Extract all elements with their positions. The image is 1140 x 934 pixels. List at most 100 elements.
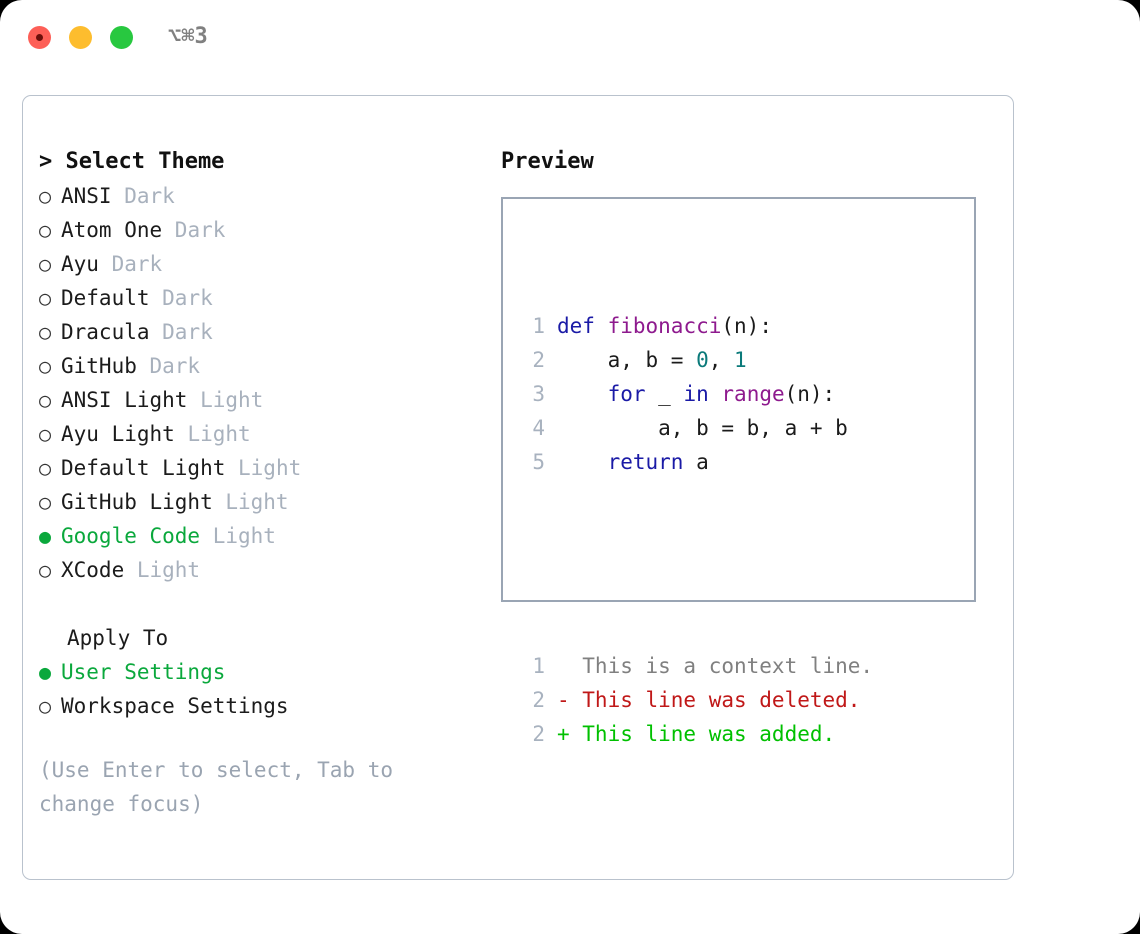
radio-unselected-icon: ○ — [39, 422, 52, 446]
option-label: Dracula — [61, 320, 150, 344]
code-token: for — [607, 382, 646, 406]
list-spacer — [39, 587, 479, 621]
code-line-row: 2 a, b = 0, 1 — [517, 343, 873, 377]
option-label: Workspace Settings — [61, 694, 289, 718]
option-kind-label: Light — [124, 558, 201, 582]
theme-option-row[interactable]: ○Atom One Dark — [39, 213, 479, 247]
theme-option-list[interactable]: ○ANSI Dark○Atom One Dark○Ayu Dark○Defaul… — [39, 179, 479, 587]
code-token: (n): — [784, 382, 836, 406]
radio-unselected-icon: ○ — [39, 184, 52, 208]
code-token: def — [557, 314, 595, 338]
theme-option-row[interactable]: ○ GitHub Light Light — [39, 485, 479, 519]
line-number: 3 — [532, 382, 545, 406]
option-kind-label: Dark — [136, 354, 201, 378]
code-token: This is a context line. — [557, 654, 874, 678]
radio-unselected-icon: ○ — [39, 388, 52, 412]
option-label: GitHub — [61, 354, 137, 378]
line-number: 1 — [532, 654, 545, 678]
code-token — [709, 382, 722, 406]
preview-heading: Preview — [501, 149, 594, 174]
line-number: 2 — [532, 348, 545, 372]
diff-gap — [517, 547, 873, 581]
theme-option-row[interactable]: ○ GitHub Dark — [39, 349, 479, 383]
radio-unselected-icon: ○ — [39, 218, 52, 242]
theme-option-row[interactable]: ○ ANSI Light Light — [39, 383, 479, 417]
code-token: , — [708, 348, 735, 372]
radio-unselected-icon: ○ — [39, 490, 52, 514]
radio-unselected-icon: ○ — [39, 456, 52, 480]
line-number: 1 — [532, 314, 545, 338]
option-kind-label: Dark — [149, 286, 213, 310]
theme-option-row[interactable]: ○ Ayu Light Light — [39, 417, 479, 451]
option-kind-label: Light — [212, 490, 289, 514]
option-kind-label: Light — [187, 388, 264, 412]
code-token: 0 — [696, 348, 709, 372]
theme-option-row[interactable]: ○ XCode Light — [39, 553, 479, 587]
line-number: 2 — [532, 722, 545, 746]
code-line-row: 3 for _ in range(n): — [517, 377, 873, 411]
option-label: ANSI — [61, 184, 112, 208]
code-token: a, b = b, a + b — [557, 416, 848, 440]
theme-option-row[interactable]: ○ ANSI Dark — [39, 179, 479, 213]
code-token: _ — [645, 382, 684, 406]
option-label: XCode — [61, 558, 125, 582]
code-token — [557, 382, 608, 406]
title-bar: ⌥⌘3 — [0, 0, 1140, 78]
theme-selection-column: > Select Theme ○ANSI Dark○Atom One Dark○… — [39, 145, 479, 821]
radio-unselected-icon: ○ — [39, 694, 52, 718]
option-label: Ayu — [61, 252, 99, 276]
option-label: ANSI Light — [61, 388, 188, 412]
apply-to-option-row[interactable]: ○ Workspace Settings — [39, 689, 479, 723]
option-label: Default — [61, 286, 150, 310]
option-kind-label: Light — [225, 456, 302, 480]
select-theme-heading: > Select Theme — [39, 149, 225, 174]
code-line-row: 1 def fibonacci(n): — [517, 309, 873, 343]
option-label: Google Code — [61, 524, 201, 548]
line-number: 2 — [532, 688, 545, 712]
radio-unselected-icon: ○ — [39, 354, 52, 378]
option-kind-label: Dark — [98, 252, 163, 276]
diff-line-row: 2 + This line was added. — [517, 717, 873, 751]
close-window-button[interactable] — [28, 26, 51, 49]
diff-line-row: 2- This line was deleted. — [517, 683, 873, 717]
keyboard-hint-text: (Use Enter to select, Tab to change focu… — [39, 758, 394, 816]
content-panel: > Select Theme ○ANSI Dark○Atom One Dark○… — [22, 95, 1014, 880]
radio-selected-icon: ● — [39, 524, 52, 548]
radio-unselected-icon: ○ — [39, 286, 52, 310]
option-kind-label: Light — [174, 422, 251, 446]
radio-unselected-icon: ○ — [39, 558, 52, 582]
code-token: (n): — [721, 314, 772, 338]
theme-option-row[interactable]: ● Google Code Light — [39, 519, 479, 553]
option-kind-label: Light — [200, 524, 276, 548]
apply-to-option-list[interactable]: ●User Settings ○ Workspace Settings — [39, 655, 479, 723]
code-token: fibonacci — [607, 314, 722, 338]
option-kind-label: Dark — [162, 218, 226, 242]
code-token: in — [683, 382, 709, 406]
code-line-row: 5 return a — [517, 445, 873, 479]
apply-to-option-row[interactable]: ●User Settings — [39, 655, 479, 689]
option-label: GitHub Light — [61, 490, 213, 514]
option-kind-label: Dark — [149, 320, 213, 344]
maximize-window-button[interactable] — [110, 26, 133, 49]
option-label: Ayu Light — [61, 422, 175, 446]
radio-selected-icon: ● — [39, 660, 52, 684]
option-kind-label: Dark — [111, 184, 175, 208]
theme-option-row[interactable]: ○Default Light Light — [39, 451, 479, 485]
code-line-row: 4 a, b = b, a + b — [517, 411, 873, 445]
code-token: + This line was added. — [557, 722, 836, 746]
code-token: return — [607, 450, 684, 474]
code-token: 1 — [734, 348, 747, 372]
theme-option-row[interactable]: ○Ayu Dark — [39, 247, 479, 281]
traffic-light-controls — [28, 26, 133, 49]
minimize-window-button[interactable] — [69, 26, 92, 49]
code-token: range — [721, 382, 785, 406]
theme-option-row[interactable]: ○ Default Dark — [39, 281, 479, 315]
code-token — [595, 314, 608, 338]
keyboard-shortcut-label: ⌥⌘3 — [168, 24, 208, 49]
theme-option-row[interactable]: ○Dracula Dark — [39, 315, 479, 349]
